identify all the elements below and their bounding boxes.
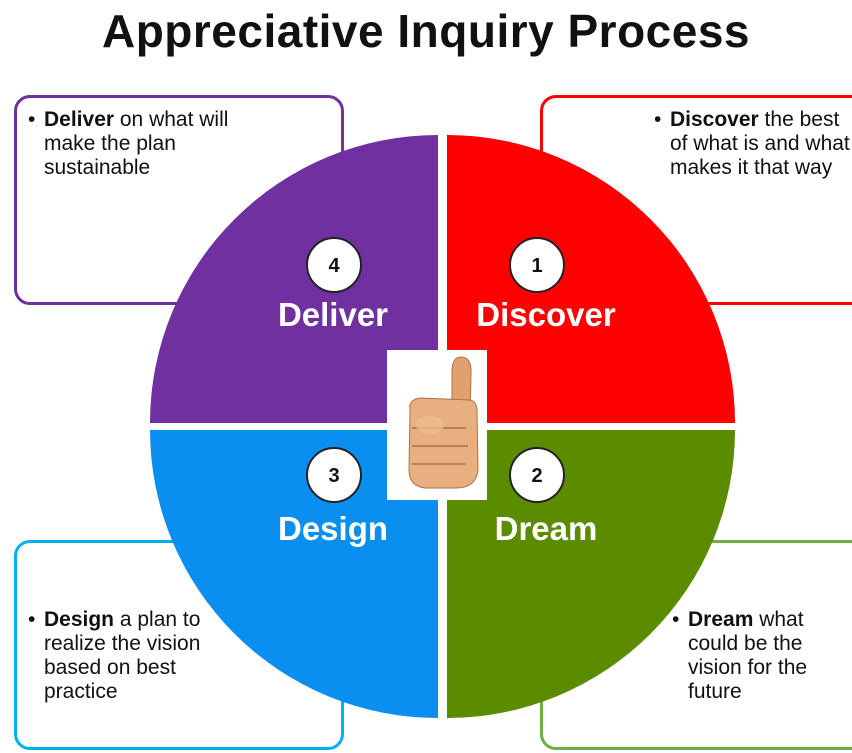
discover-keyword: Discover: [670, 108, 759, 131]
dream-label: Dream: [495, 510, 598, 547]
diagram-title: Appreciative Inquiry Process: [101, 5, 751, 57]
discover-label: Discover: [476, 296, 616, 333]
dream-quadrant: [447, 430, 735, 718]
discover-number-badge: 1: [509, 237, 565, 293]
design-description: • Design a plan to realize the vision ba…: [28, 608, 238, 704]
bullet: •: [28, 608, 36, 631]
bullet: •: [28, 108, 36, 131]
deliver-quadrant: [150, 135, 438, 423]
design-quadrant: [150, 430, 438, 718]
design-number: 3: [328, 465, 339, 487]
design-text: a plan to realize the vision based on be…: [44, 608, 201, 703]
dream-keyword: Dream: [688, 608, 754, 631]
dream-description: • Dream what could be the vision for the…: [672, 608, 852, 704]
discover-text: the best of what is and what makes it th…: [670, 108, 850, 179]
deliver-label: Deliver: [278, 296, 388, 333]
deliver-description: • Deliver on what will make the plan sus…: [28, 108, 238, 180]
dream-number-badge: 2: [509, 447, 565, 503]
thumbs-up-icon: [387, 350, 487, 500]
deliver-keyword: Deliver: [44, 108, 115, 131]
discover-description: • Discover the best of what is and what …: [654, 108, 852, 180]
discover-quadrant: [447, 135, 735, 423]
discover-number: 1: [531, 255, 542, 277]
deliver-text: on what will make the plan sustainable: [44, 108, 229, 179]
deliver-number: 4: [328, 255, 340, 277]
design-label: Design: [278, 510, 388, 547]
design-keyword: Design: [44, 608, 115, 631]
deliver-number-badge: 4: [306, 237, 362, 293]
design-number-badge: 3: [306, 447, 362, 503]
dream-text: what could be the vision for the future: [688, 608, 808, 703]
bullet: •: [654, 108, 662, 131]
bullet: •: [672, 608, 680, 631]
dream-number: 2: [531, 465, 542, 487]
